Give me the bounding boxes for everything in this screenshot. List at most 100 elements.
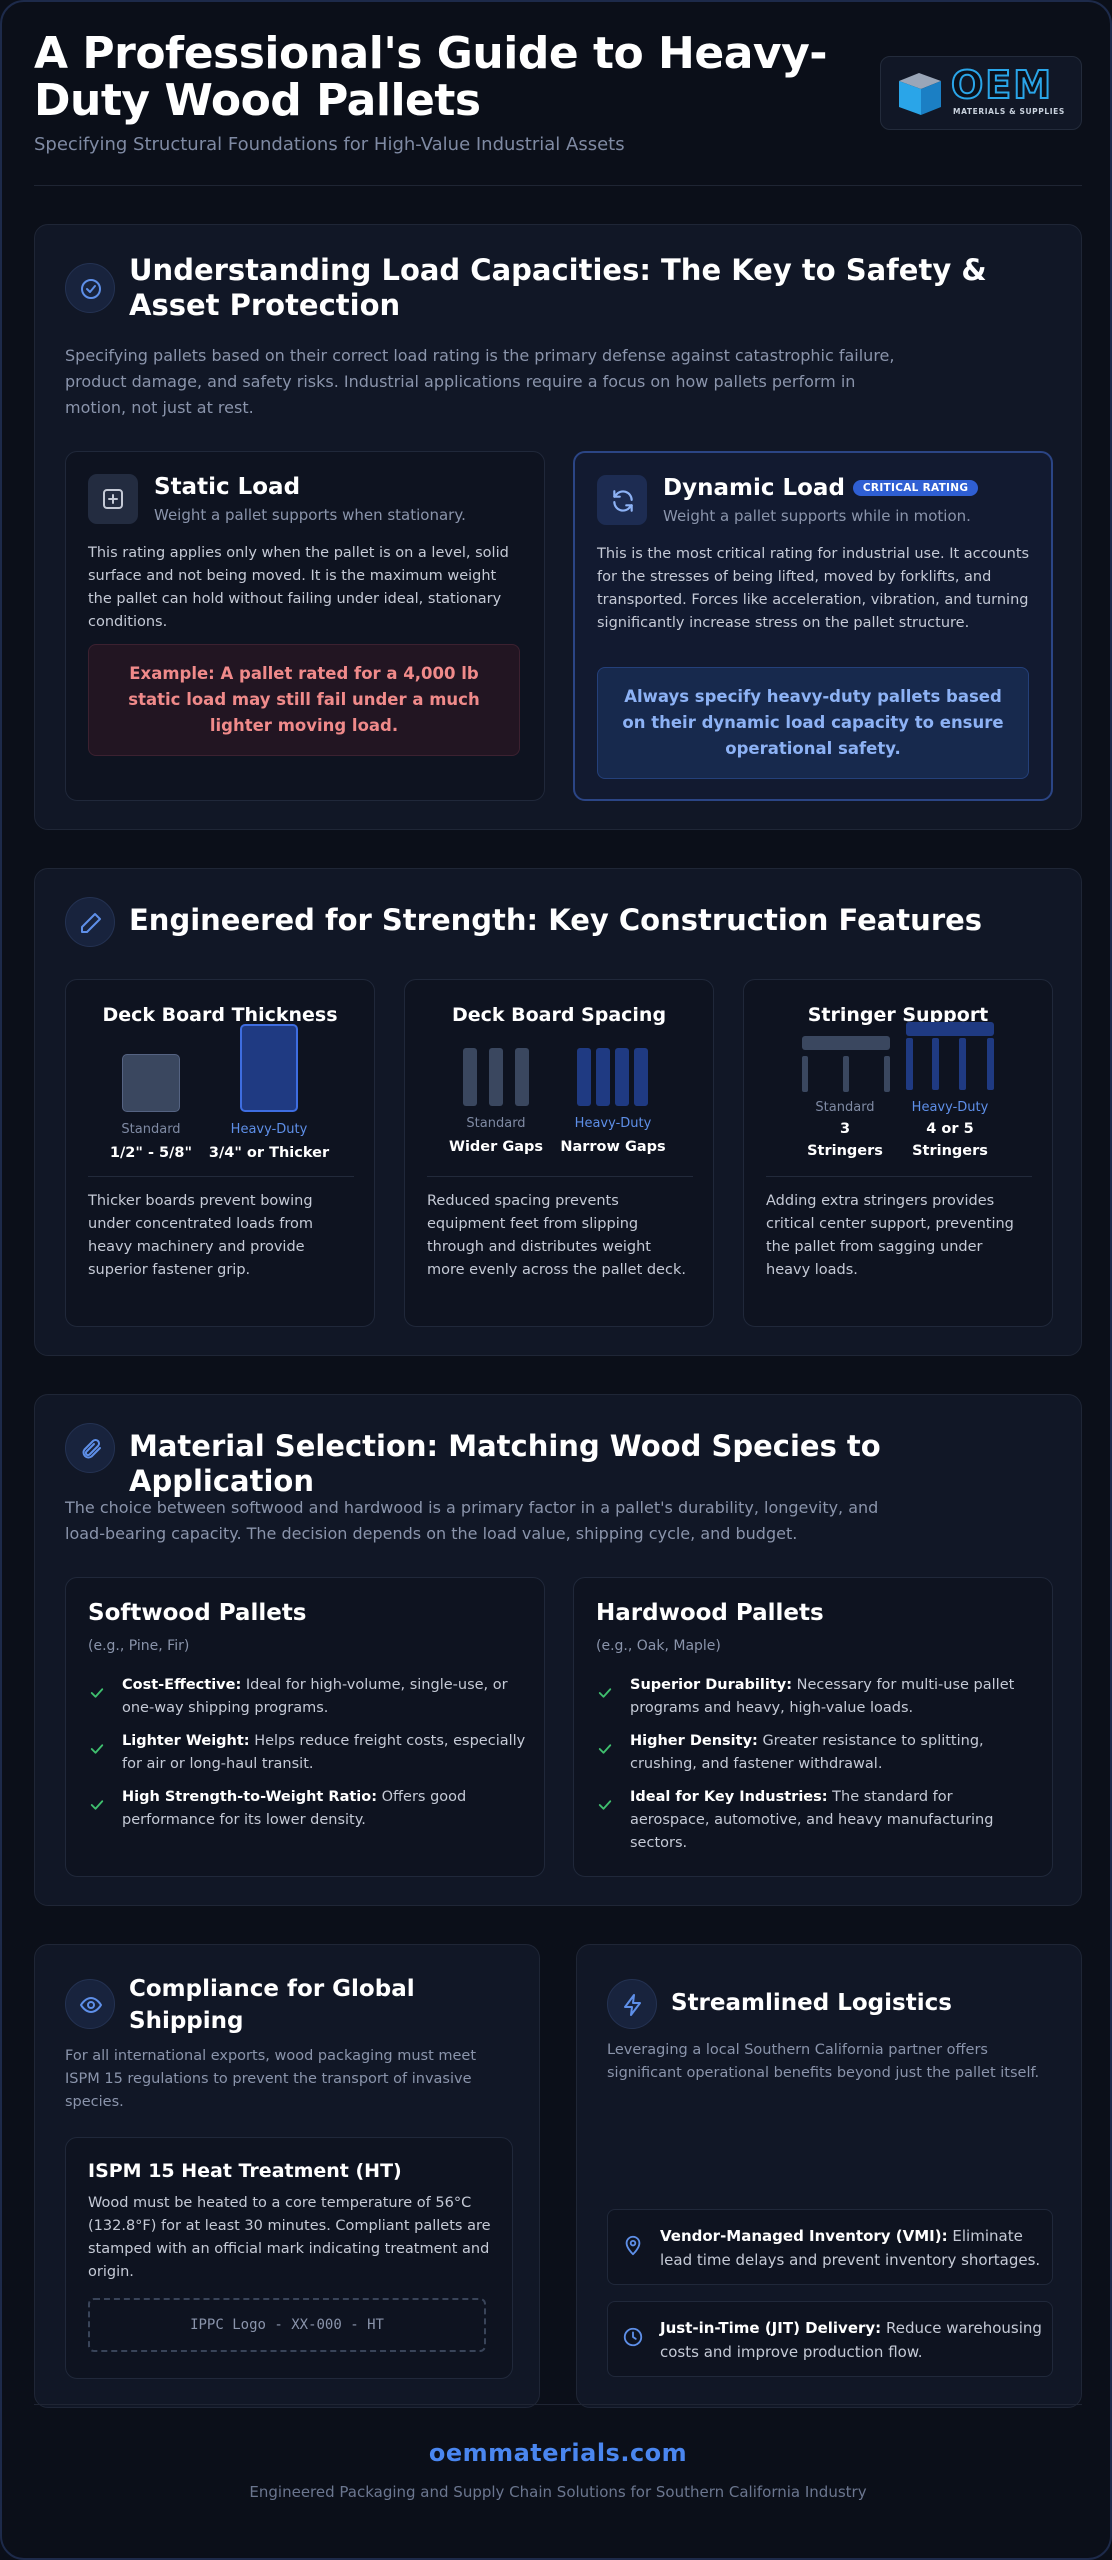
jit-row: Just-in-Time (JIT) Delivery: Reduce ware…: [607, 2301, 1053, 2377]
item-text: Ideal for high-volume, single-use, or on…: [122, 1677, 508, 1716]
item-label: Lighter Weight:: [122, 1733, 250, 1749]
standard-deck: [802, 1036, 890, 1050]
feature-card-thickness: Deck Board Thickness Standard Heavy-Duty…: [65, 979, 375, 1327]
standard-label: Standard: [121, 1122, 181, 1137]
jit-text: Just-in-Time (JIT) Delivery: Reduce ware…: [660, 2316, 1050, 2364]
vmi-text: Vendor-Managed Inventory (VMI): Eliminat…: [660, 2224, 1050, 2272]
footer-tagline: Engineered Packaging and Supply Chain So…: [249, 2483, 867, 2501]
heavy-value: 3/4" or Thicker: [208, 1145, 330, 1161]
logo-text: OEM: [950, 62, 1054, 108]
section-description: Specifying pallets based on their correc…: [65, 346, 895, 417]
standard-value: 3 Stringers: [807, 1121, 883, 1159]
section-description: Leveraging a local Southern California p…: [607, 2042, 1040, 2081]
material-section: Material Selection: Matching Wood Specie…: [34, 1394, 1082, 1906]
softwood-subtitle: (e.g., Pine, Fir): [88, 1638, 190, 1654]
item-text: Reduce warehousing costs and improve pro…: [660, 2319, 1042, 2361]
lightning-icon: [624, 1994, 641, 2016]
website-link[interactable]: oemmaterials.com: [428, 2439, 688, 2467]
standard-stringer-diagram: [802, 1036, 890, 1092]
item-text: Necessary for multi-use pallet programs …: [630, 1677, 1015, 1716]
feature-title: Deck Board Thickness: [102, 1004, 338, 1026]
heavy-value: Narrow Gaps: [560, 1139, 666, 1155]
construction-section: Engineered for Strength: Key Constructio…: [34, 868, 1082, 1356]
item-text: Greater resistance to splitting, crushin…: [630, 1733, 984, 1772]
icon-wrap: [88, 474, 138, 524]
section-title: Material Selection: Matching Wood Specie…: [129, 1429, 881, 1498]
section-description: The choice between softwood and hardwood…: [65, 1498, 879, 1543]
item-text: Eliminate lead time delays and prevent i…: [660, 2227, 1041, 2269]
dynamic-load-callout: Always specify heavy-duty pallets based …: [597, 667, 1029, 779]
heavy-stringer-2: [932, 1038, 939, 1090]
refresh-icon: [613, 490, 633, 512]
page-title: A Professional's Guide to Heavy-Duty Woo…: [34, 28, 828, 126]
hardwood-item: Superior Durability: Necessary for multi…: [630, 1674, 1034, 1720]
item-label: Cost-Effective:: [122, 1677, 242, 1693]
section-icon-wrap: [65, 1423, 115, 1473]
static-load-body: This rating applies only when the pallet…: [88, 545, 509, 630]
static-load-title: Static Load: [154, 474, 301, 500]
heavy-board-1: [577, 1048, 591, 1106]
map-pin-icon: [625, 2235, 641, 2256]
shield-check-icon: [81, 279, 101, 299]
check-icon: [90, 1688, 104, 1698]
check-icon: [90, 1744, 104, 1754]
plus-square-icon: [103, 489, 123, 509]
heavy-stringer-diagram: [906, 1022, 994, 1090]
dynamic-load-title-text: Dynamic Load: [663, 475, 845, 501]
heavy-stringer-1: [906, 1038, 913, 1090]
hardwood-card: Hardwood Pallets (e.g., Oak, Maple) Supe…: [573, 1577, 1053, 1877]
hardwood-subtitle: (e.g., Oak, Maple): [596, 1638, 721, 1654]
item-label: Superior Durability:: [630, 1677, 793, 1693]
box-logo-icon: [899, 73, 941, 115]
pencil-icon: [81, 913, 101, 933]
standard-stringer-2: [843, 1056, 849, 1092]
item-label: Higher Density:: [630, 1733, 758, 1749]
page-subtitle: Specifying Structural Foundations for Hi…: [34, 134, 625, 155]
dynamic-load-subtitle: Weight a pallet supports while in motion…: [663, 507, 971, 525]
section-icon-wrap: [607, 1979, 657, 2029]
clock-icon: [623, 2327, 643, 2347]
feature-title: Stringer Support: [807, 1004, 989, 1026]
section-title: Engineered for Strength: Key Constructio…: [129, 903, 983, 937]
divider: [88, 1176, 354, 1177]
heavy-stringer-4: [987, 1038, 994, 1090]
standard-board-3: [515, 1048, 529, 1106]
feature-body: Reduced spacing prevents equipment feet …: [427, 1193, 686, 1278]
section-icon-wrap: [65, 263, 115, 313]
item-label: Vendor-Managed Inventory (VMI):: [660, 2227, 948, 2245]
standard-label: Standard: [466, 1116, 526, 1131]
softwood-card: Softwood Pallets (e.g., Pine, Fir) Cost-…: [65, 1577, 545, 1877]
footer: oemmaterials.com Engineered Packaging an…: [34, 2404, 1082, 2501]
standard-board-1: [463, 1048, 477, 1106]
check-icon: [598, 1744, 612, 1754]
section-description: For all international exports, wood pack…: [65, 2048, 477, 2110]
hardwood-item: Higher Density: Greater resistance to sp…: [630, 1730, 1034, 1776]
standard-value: Wider Gaps: [448, 1139, 544, 1155]
hardwood-item: Ideal for Key Industries: The standard f…: [630, 1786, 1034, 1855]
static-load-card: Static Load Weight a pallet supports whe…: [65, 451, 545, 801]
item-label: Just-in-Time (JIT) Delivery:: [660, 2319, 882, 2337]
dynamic-load-body: This is the most critical rating for ind…: [597, 546, 1030, 631]
eye-icon: [80, 1997, 102, 2013]
paperclip-icon: [82, 1438, 101, 1459]
heavy-board-3: [615, 1048, 629, 1106]
heavy-deck: [906, 1022, 994, 1036]
standard-label: Standard: [815, 1100, 875, 1115]
section-title: Compliance for Global Shipping: [129, 1976, 415, 2034]
feature-card-stringers: Stringer Support Standard Heavy-Duty 3 S…: [743, 979, 1053, 1327]
heavy-board-4: [634, 1048, 648, 1106]
header: A Professional's Guide to Heavy-Duty Woo…: [34, 30, 1082, 186]
hardwood-title: Hardwood Pallets: [596, 1600, 824, 1626]
item-label: High Strength-to-Weight Ratio:: [122, 1789, 378, 1805]
heavy-stringer-3: [959, 1038, 966, 1090]
standard-stringer-1: [802, 1056, 808, 1092]
feature-body: Adding extra stringers provides critical…: [766, 1193, 1014, 1278]
item-label: Ideal for Key Industries:: [630, 1789, 828, 1805]
ispm15-box: ISPM 15 Heat Treatment (HT) Wood must be…: [65, 2137, 513, 2379]
section-title: Streamlined Logistics: [671, 1990, 952, 2016]
compliance-section: Compliance for Global Shipping For all i…: [34, 1944, 540, 2408]
item-text: The standard for aerospace, automotive, …: [630, 1789, 994, 1851]
check-icon: [90, 1800, 104, 1810]
heavy-label: Heavy-Duty: [230, 1122, 308, 1137]
